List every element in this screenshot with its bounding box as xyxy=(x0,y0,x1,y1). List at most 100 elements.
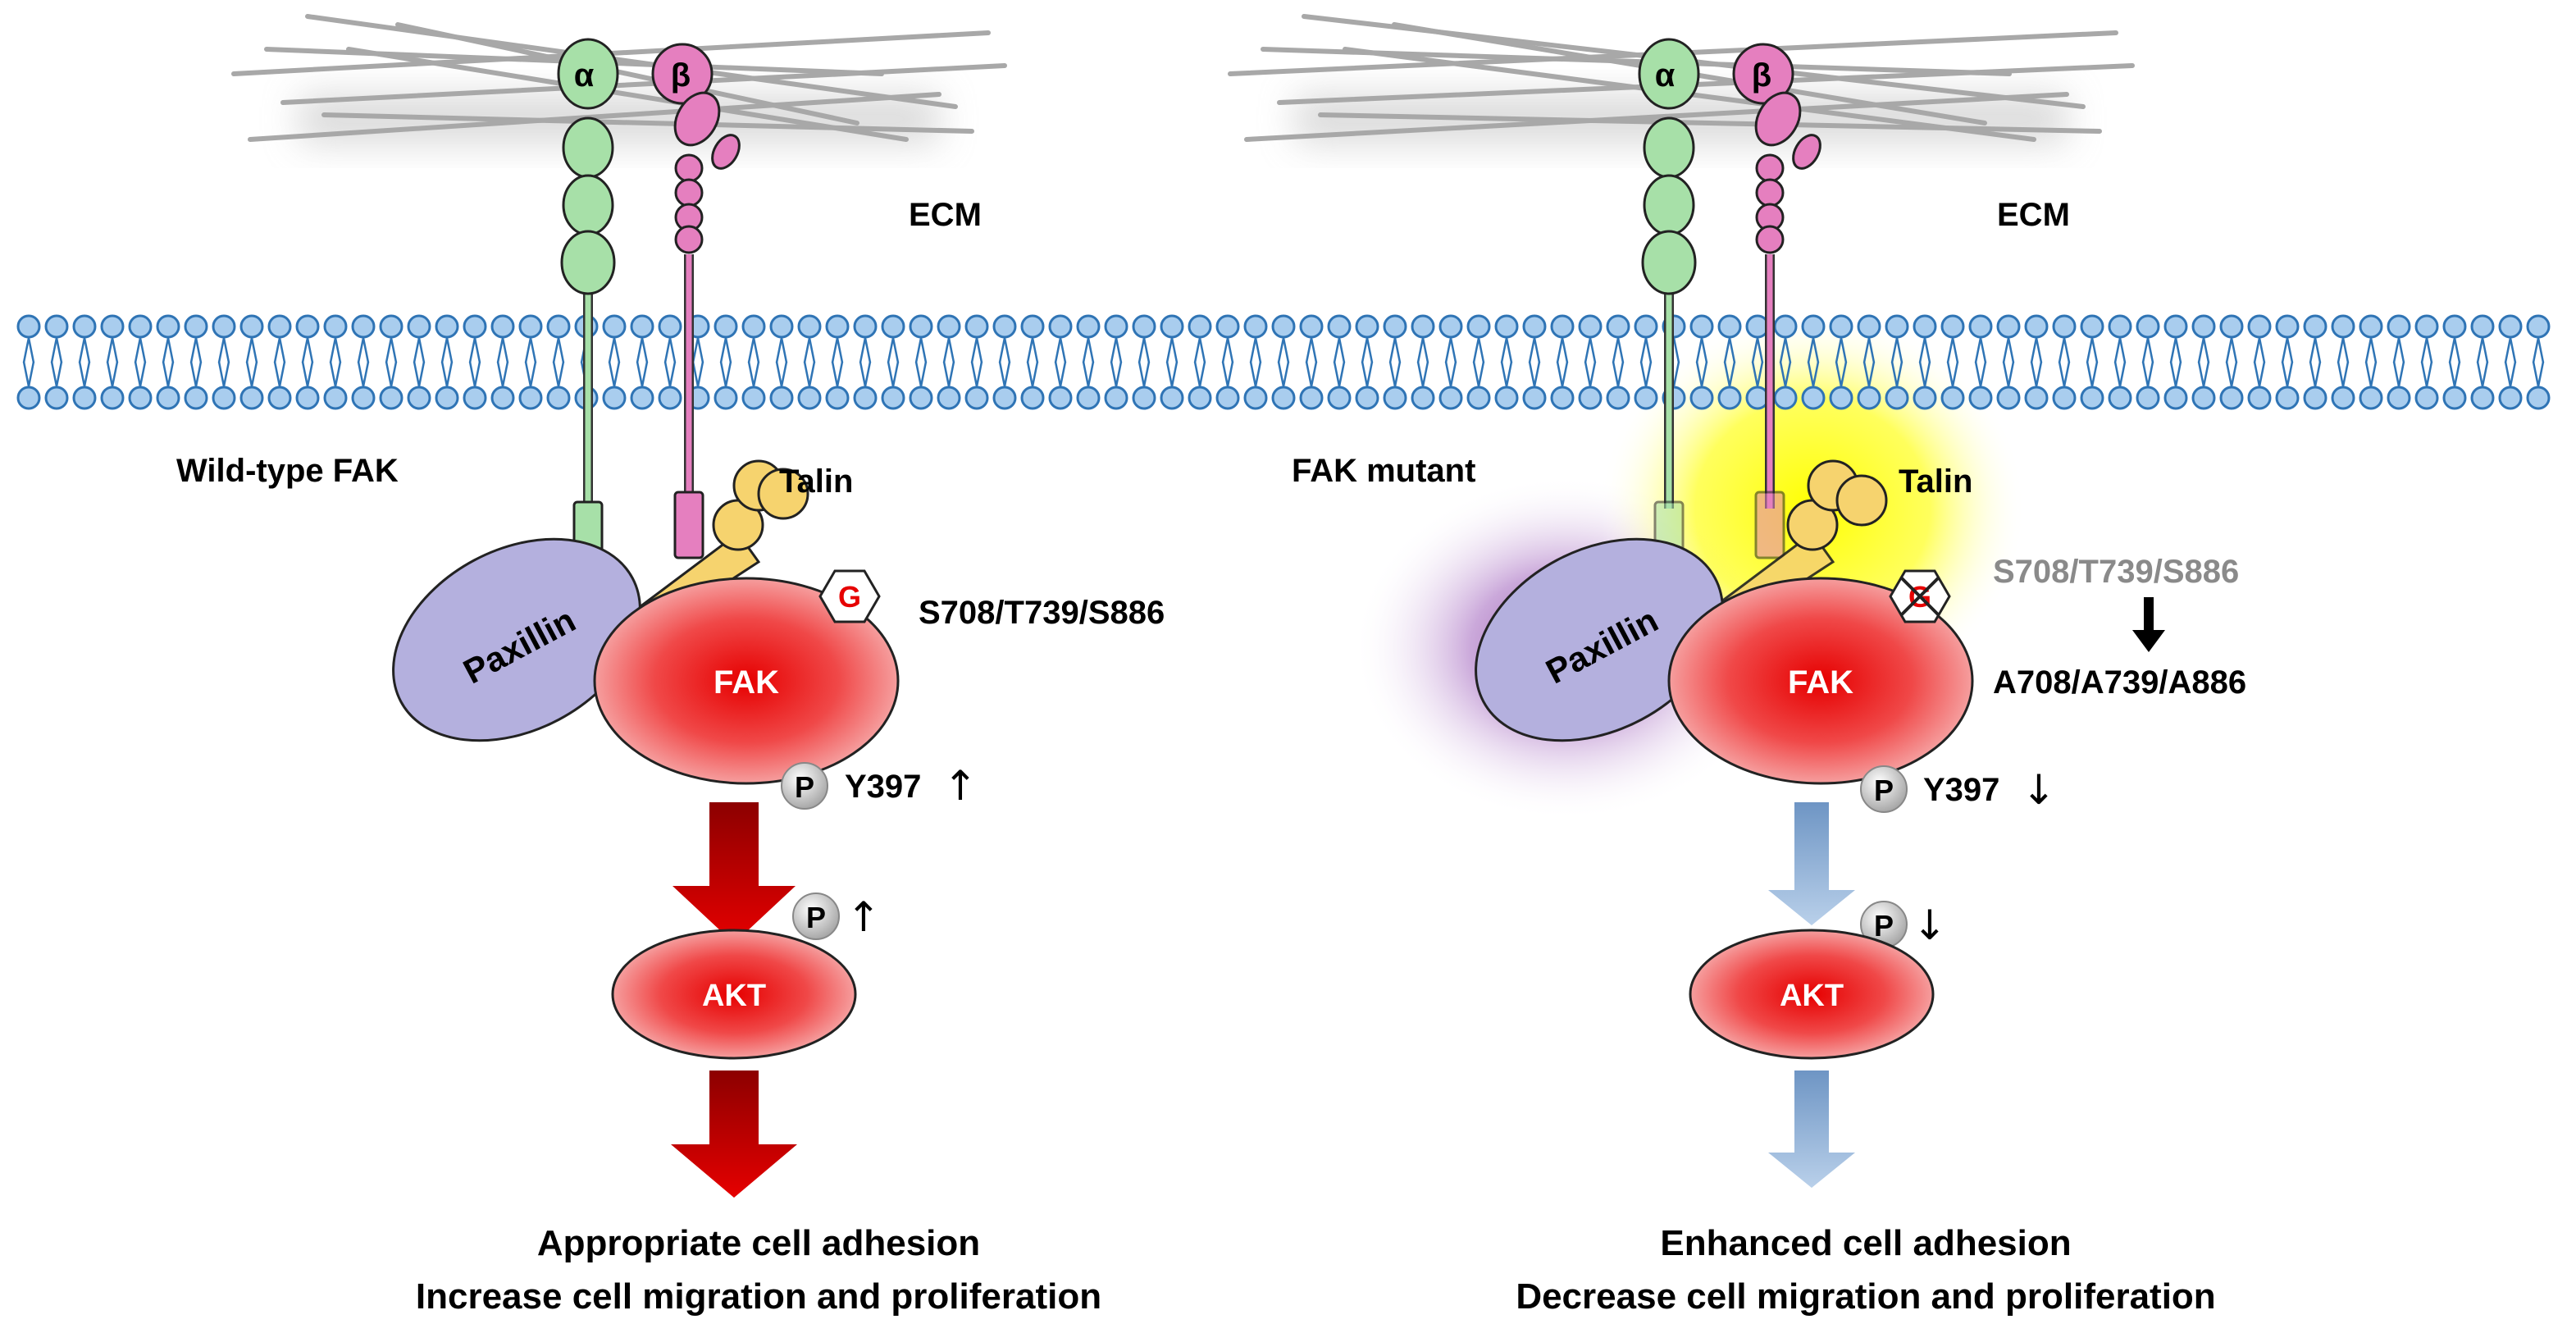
lipid-head xyxy=(267,386,292,410)
lipid-head xyxy=(1188,314,1212,339)
lipid-tail xyxy=(1142,361,1151,387)
lipid-tail xyxy=(891,361,900,387)
lipid-tail xyxy=(1700,337,1708,363)
lipid-tail xyxy=(2058,337,2066,363)
lipid-tail xyxy=(998,361,1006,387)
lipid-head xyxy=(992,386,1017,410)
lipid-tail xyxy=(1895,337,1904,363)
lipid-tail xyxy=(803,361,811,387)
lipid-head xyxy=(2470,314,2495,339)
lipid-tail xyxy=(2118,337,2127,363)
lipid-tail xyxy=(2448,361,2456,387)
lipid-tail xyxy=(1366,337,1374,363)
lipid-tail xyxy=(278,337,286,363)
lipid-tail xyxy=(1500,361,1508,387)
lipid-tail xyxy=(552,337,560,363)
lipid-head xyxy=(1271,386,1296,410)
lipid-head xyxy=(1383,314,1407,339)
lipid-tail xyxy=(2364,361,2373,387)
glyco-label-left: G xyxy=(838,580,861,614)
lipid-tail xyxy=(1612,337,1620,363)
lipid-tail xyxy=(1170,337,1179,363)
lipid-head xyxy=(1689,314,1714,339)
sites-right-mutant: A708/A739/A886 xyxy=(1993,664,2246,701)
lipid-head xyxy=(2275,386,2300,410)
lipid-tail xyxy=(27,361,35,387)
lipid-tail xyxy=(1226,361,1234,387)
lipid-tail xyxy=(1087,361,1095,387)
lipid-tail xyxy=(1277,337,1285,363)
akt-left xyxy=(611,929,857,1060)
lipid-head xyxy=(1271,314,1296,339)
lipid-tail xyxy=(1556,337,1564,363)
lipid-tail xyxy=(1305,361,1313,387)
p-y397-right xyxy=(1860,765,1908,813)
y397-down-arrow-right: ↓ xyxy=(2022,766,2056,814)
lipid-tail xyxy=(1584,337,1592,363)
lipid-tail xyxy=(385,337,393,363)
beta-integrin-repeat xyxy=(674,178,704,208)
lipid-tail xyxy=(2314,337,2322,363)
lipid-tail xyxy=(663,361,672,387)
lipid-head xyxy=(2024,386,2049,410)
lipid-head xyxy=(2414,386,2439,410)
lipid-head xyxy=(1243,314,1268,339)
lipid-tail xyxy=(217,361,226,387)
lipid-tail xyxy=(608,337,616,363)
ecm-fiber xyxy=(1318,112,2102,134)
lipid-tail xyxy=(2202,337,2210,363)
akt-up-arrow-left: ↑ xyxy=(846,893,881,941)
lipid-head xyxy=(2108,386,2132,410)
lipid-tail xyxy=(887,361,895,387)
lipid-head xyxy=(2303,314,2328,339)
lipid-tail xyxy=(529,337,537,363)
lipid-head xyxy=(1829,386,1853,410)
lipid-head xyxy=(435,386,459,410)
lipid-tail xyxy=(301,337,309,363)
lipid-head xyxy=(295,386,320,410)
lipid-head xyxy=(602,386,627,410)
lipid-head xyxy=(630,314,654,339)
lipid-tail xyxy=(1756,361,1764,387)
lipid-head xyxy=(1801,314,1826,339)
lipid-tail xyxy=(385,361,393,387)
lipid-head xyxy=(1717,386,1742,410)
talin-label-right: Talin xyxy=(1899,463,1972,500)
lipid-head xyxy=(1829,314,1853,339)
lipid-tail xyxy=(1388,337,1397,363)
lipid-tail xyxy=(1477,361,1485,387)
lipid-head xyxy=(2247,314,2272,339)
alpha-integrin-domain xyxy=(560,230,616,295)
lipid-head xyxy=(1968,314,1993,339)
lipid-tail xyxy=(1393,361,1402,387)
lipid-tail xyxy=(831,337,839,363)
lipid-tail xyxy=(390,361,398,387)
lipid-head xyxy=(2136,386,2160,410)
lipid-head xyxy=(44,386,69,410)
lipid-head xyxy=(2442,386,2467,410)
active-arrow-2-left xyxy=(671,1071,797,1198)
lipid-head xyxy=(1689,386,1714,410)
lipid-head xyxy=(1801,386,1826,410)
beta-label-right: β xyxy=(1752,57,1771,94)
lipid-head xyxy=(239,386,264,410)
lipid-tail xyxy=(2063,337,2071,363)
lipid-tail xyxy=(1110,337,1118,363)
lipid-head xyxy=(323,386,348,410)
lipid-tail xyxy=(1388,361,1397,387)
lipid-tail xyxy=(2481,361,2489,387)
lipid-head xyxy=(1550,386,1575,410)
lipid-tail xyxy=(557,361,565,387)
lipid-head xyxy=(714,314,738,339)
lipid-tail xyxy=(803,337,811,363)
lipid-tail xyxy=(22,337,30,363)
lipid-tail xyxy=(836,361,844,387)
lipid-tail xyxy=(2058,361,2066,387)
lipid-tail xyxy=(1277,361,1285,387)
lipid-tail xyxy=(55,337,63,363)
lipid-head xyxy=(490,386,515,410)
lipid-head xyxy=(1299,386,1324,410)
